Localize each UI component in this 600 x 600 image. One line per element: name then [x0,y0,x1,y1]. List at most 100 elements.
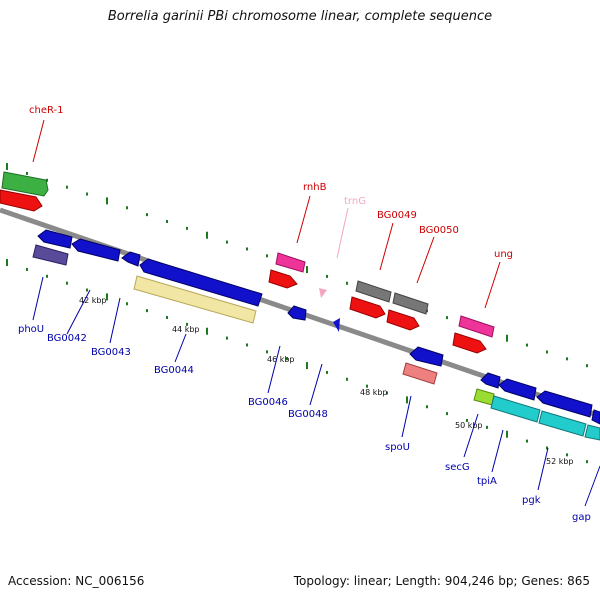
bottom-gene-labels: phoU BG0042 BG0043 BG0044 BG0046 BG0048 … [18,276,600,523]
gene-BG0043-block[interactable] [71,238,121,262]
label-phoU: phoU [18,324,44,335]
gene-ung-block[interactable] [452,315,495,354]
tick-mark-top [46,178,48,182]
label-BG0046: BG0046 [248,397,288,408]
gene-gap-fwd-block[interactable] [591,409,600,425]
tick-mark-top [186,226,188,230]
tick-mark-top [526,343,528,347]
tick-mark-bottom [446,412,448,416]
tick-mark-top [326,274,328,278]
gene-gap-block[interactable] [584,424,600,441]
label-BG0048: BG0048 [288,409,328,420]
tick-mark-bottom [126,302,128,306]
label-BG0049: BG0049 [377,210,417,221]
tick-mark-bottom [286,357,288,361]
tick-mark-bottom [266,350,268,354]
topology-summary: Topology: linear; Length: 904,246 bp; Ge… [293,574,590,588]
tick-mark-top [146,213,148,217]
gene-BG0042-block[interactable] [37,229,73,249]
tick-mark-bottom [166,315,168,319]
tick-mark-bottom [226,336,228,340]
tick-mark-top [126,206,128,210]
tick-mark-bottom [146,309,148,313]
tick-mark-top [6,163,8,171]
label-secG: secG [445,462,470,473]
tick-mark-top [306,266,308,274]
tick-mark-top [446,316,448,320]
gene-BG0044b-block[interactable] [139,258,263,307]
tick-mark-bottom [566,453,568,457]
tick-mark-bottom [106,293,108,301]
gene-BG0048-block[interactable] [333,318,340,332]
tick-mark-top [106,197,108,205]
accession-text: Accession: NC_006156 [8,574,145,588]
tick-mark-bottom [366,384,368,388]
gene-BG0049-block[interactable] [349,280,392,319]
kbp-label-50: 50 kbp [455,421,483,430]
gene-BG0046-block[interactable] [287,305,307,321]
tick-mark-top [226,240,228,244]
label-ung: ung [494,249,513,260]
top-gene-labels: cheR-1 rnhB trnG BG0049 BG0050 ung [29,105,513,309]
label-spoU: spoU [385,442,410,453]
tick-mark-top [166,219,168,223]
tick-mark-top [546,350,548,354]
tick-row-bottom [6,259,588,464]
tick-mark-top [206,231,208,239]
label-gap: gap [572,512,591,523]
kbp-label-42: 42 kbp [79,296,107,305]
tick-mark-top [566,357,568,361]
tick-mark-bottom [86,288,88,292]
gene-BG0044-block[interactable] [121,251,141,267]
label-pgk: pgk [522,495,541,506]
tick-mark-bottom [326,370,328,374]
gene-tpiA-fwd-block[interactable] [480,372,501,389]
tick-mark-bottom [406,396,408,404]
gene-trnG-block[interactable] [319,288,327,298]
tick-mark-top [506,334,508,342]
label-rnhB: rnhB [303,182,327,193]
label-BG0050: BG0050 [419,225,459,236]
tick-mark-bottom [506,430,508,438]
kbp-label-44: 44 kbp [172,325,200,334]
tick-mark-top [26,171,28,175]
tick-mark-top [246,247,248,251]
tick-mark-bottom [526,439,528,443]
tick-mark-bottom [206,327,208,335]
map-title: Borrelia garinii PBi chromosome linear, … [107,9,493,24]
kbp-label-52: 52 kbp [546,457,574,466]
gene-rnhB-block[interactable] [268,252,306,289]
tick-mark-bottom [186,322,188,326]
gene-tpiA-block[interactable] [498,378,537,401]
tick-mark-bottom [586,460,588,464]
kbp-labels: 42 kbp 44 kbp 46 kbp 48 kbp 50 kbp 52 kb… [79,296,574,466]
gene-cheR-1-block[interactable] [0,171,49,212]
tick-mark-bottom [246,343,248,347]
gene-BG0050-block[interactable] [386,292,429,331]
gene-tpiA-cyan-block[interactable] [490,395,541,423]
label-BG0043: BG0043 [91,347,131,358]
gene-phoU-block[interactable] [32,244,69,266]
gene-spoU-rna-block[interactable] [402,362,438,385]
tick-mark-bottom [426,405,428,409]
tick-mark-bottom [546,446,548,450]
gene-pgk-block[interactable] [536,390,593,418]
label-BG0044: BG0044 [154,365,194,376]
label-cheR-1: cheR-1 [29,105,64,116]
tick-mark-bottom [346,377,348,381]
tick-mark-bottom [46,274,48,278]
tick-mark-bottom [306,362,308,370]
tick-mark-top [66,185,68,189]
gene-BG0044-rna-block[interactable] [133,275,257,324]
tick-mark-bottom [386,391,388,395]
tick-mark-bottom [486,425,488,429]
tick-mark-bottom [466,418,468,422]
gene-pgk-cyan-block[interactable] [538,410,587,437]
gene-secG-block[interactable] [473,388,495,406]
tick-mark-top [586,364,588,368]
label-tpiA: tpiA [477,476,497,487]
tick-mark-bottom [66,281,68,285]
kbp-label-48: 48 kbp [360,388,388,397]
gene-spoU-block[interactable] [409,346,444,367]
